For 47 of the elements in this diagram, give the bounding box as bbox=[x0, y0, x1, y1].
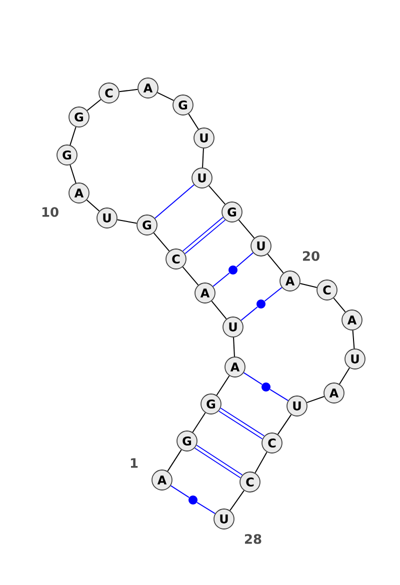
position-number: 10 bbox=[42, 207, 58, 217]
position-number: 20 bbox=[303, 251, 320, 261]
backbone-line bbox=[254, 452, 268, 474]
base-pair-line bbox=[196, 502, 216, 514]
backbone-line bbox=[238, 219, 255, 239]
base-pair-line bbox=[154, 184, 195, 219]
base-pair-line bbox=[212, 272, 230, 287]
base-pair-line bbox=[240, 306, 258, 321]
backbone-line bbox=[277, 414, 292, 435]
pair-dot bbox=[228, 266, 238, 274]
backbone-line bbox=[188, 113, 199, 130]
backbone-line bbox=[86, 199, 100, 212]
base-pair-line bbox=[270, 388, 289, 402]
base-pair-line bbox=[170, 485, 190, 498]
backbone-line bbox=[70, 126, 76, 146]
base-pair-line bbox=[182, 217, 226, 254]
backbone-line bbox=[230, 490, 244, 511]
backbone-line bbox=[306, 396, 325, 404]
position-number: 1 bbox=[130, 458, 138, 468]
backbone-line bbox=[70, 164, 76, 184]
pair-dot bbox=[256, 300, 266, 308]
base-pair-line bbox=[236, 252, 254, 268]
base-pair-line bbox=[218, 408, 264, 440]
backbone-line bbox=[216, 375, 230, 396]
base-pair-line bbox=[243, 372, 263, 385]
backbone-line bbox=[202, 148, 204, 168]
pair-dot bbox=[262, 382, 270, 392]
base-pair-line bbox=[264, 287, 282, 302]
backbone-line bbox=[339, 367, 350, 385]
base-pair-line bbox=[194, 444, 242, 478]
backbone-line bbox=[267, 254, 284, 274]
backbone-line bbox=[116, 219, 138, 224]
pair-dot bbox=[188, 496, 198, 504]
backbone-line bbox=[156, 92, 174, 101]
backbone-line bbox=[86, 99, 102, 111]
backbone-line bbox=[153, 232, 170, 252]
backbone-line bbox=[300, 282, 318, 288]
backbone-line bbox=[192, 412, 206, 433]
backbone-line bbox=[208, 185, 226, 205]
backbone-line bbox=[352, 330, 355, 350]
backbone-line bbox=[211, 300, 227, 320]
backbone-line bbox=[333, 298, 346, 312]
backbone-line bbox=[182, 266, 199, 286]
backbone-line bbox=[118, 88, 138, 92]
position-number: 28 bbox=[245, 534, 262, 544]
backbone-line bbox=[167, 449, 182, 472]
backbone-line bbox=[233, 336, 235, 358]
